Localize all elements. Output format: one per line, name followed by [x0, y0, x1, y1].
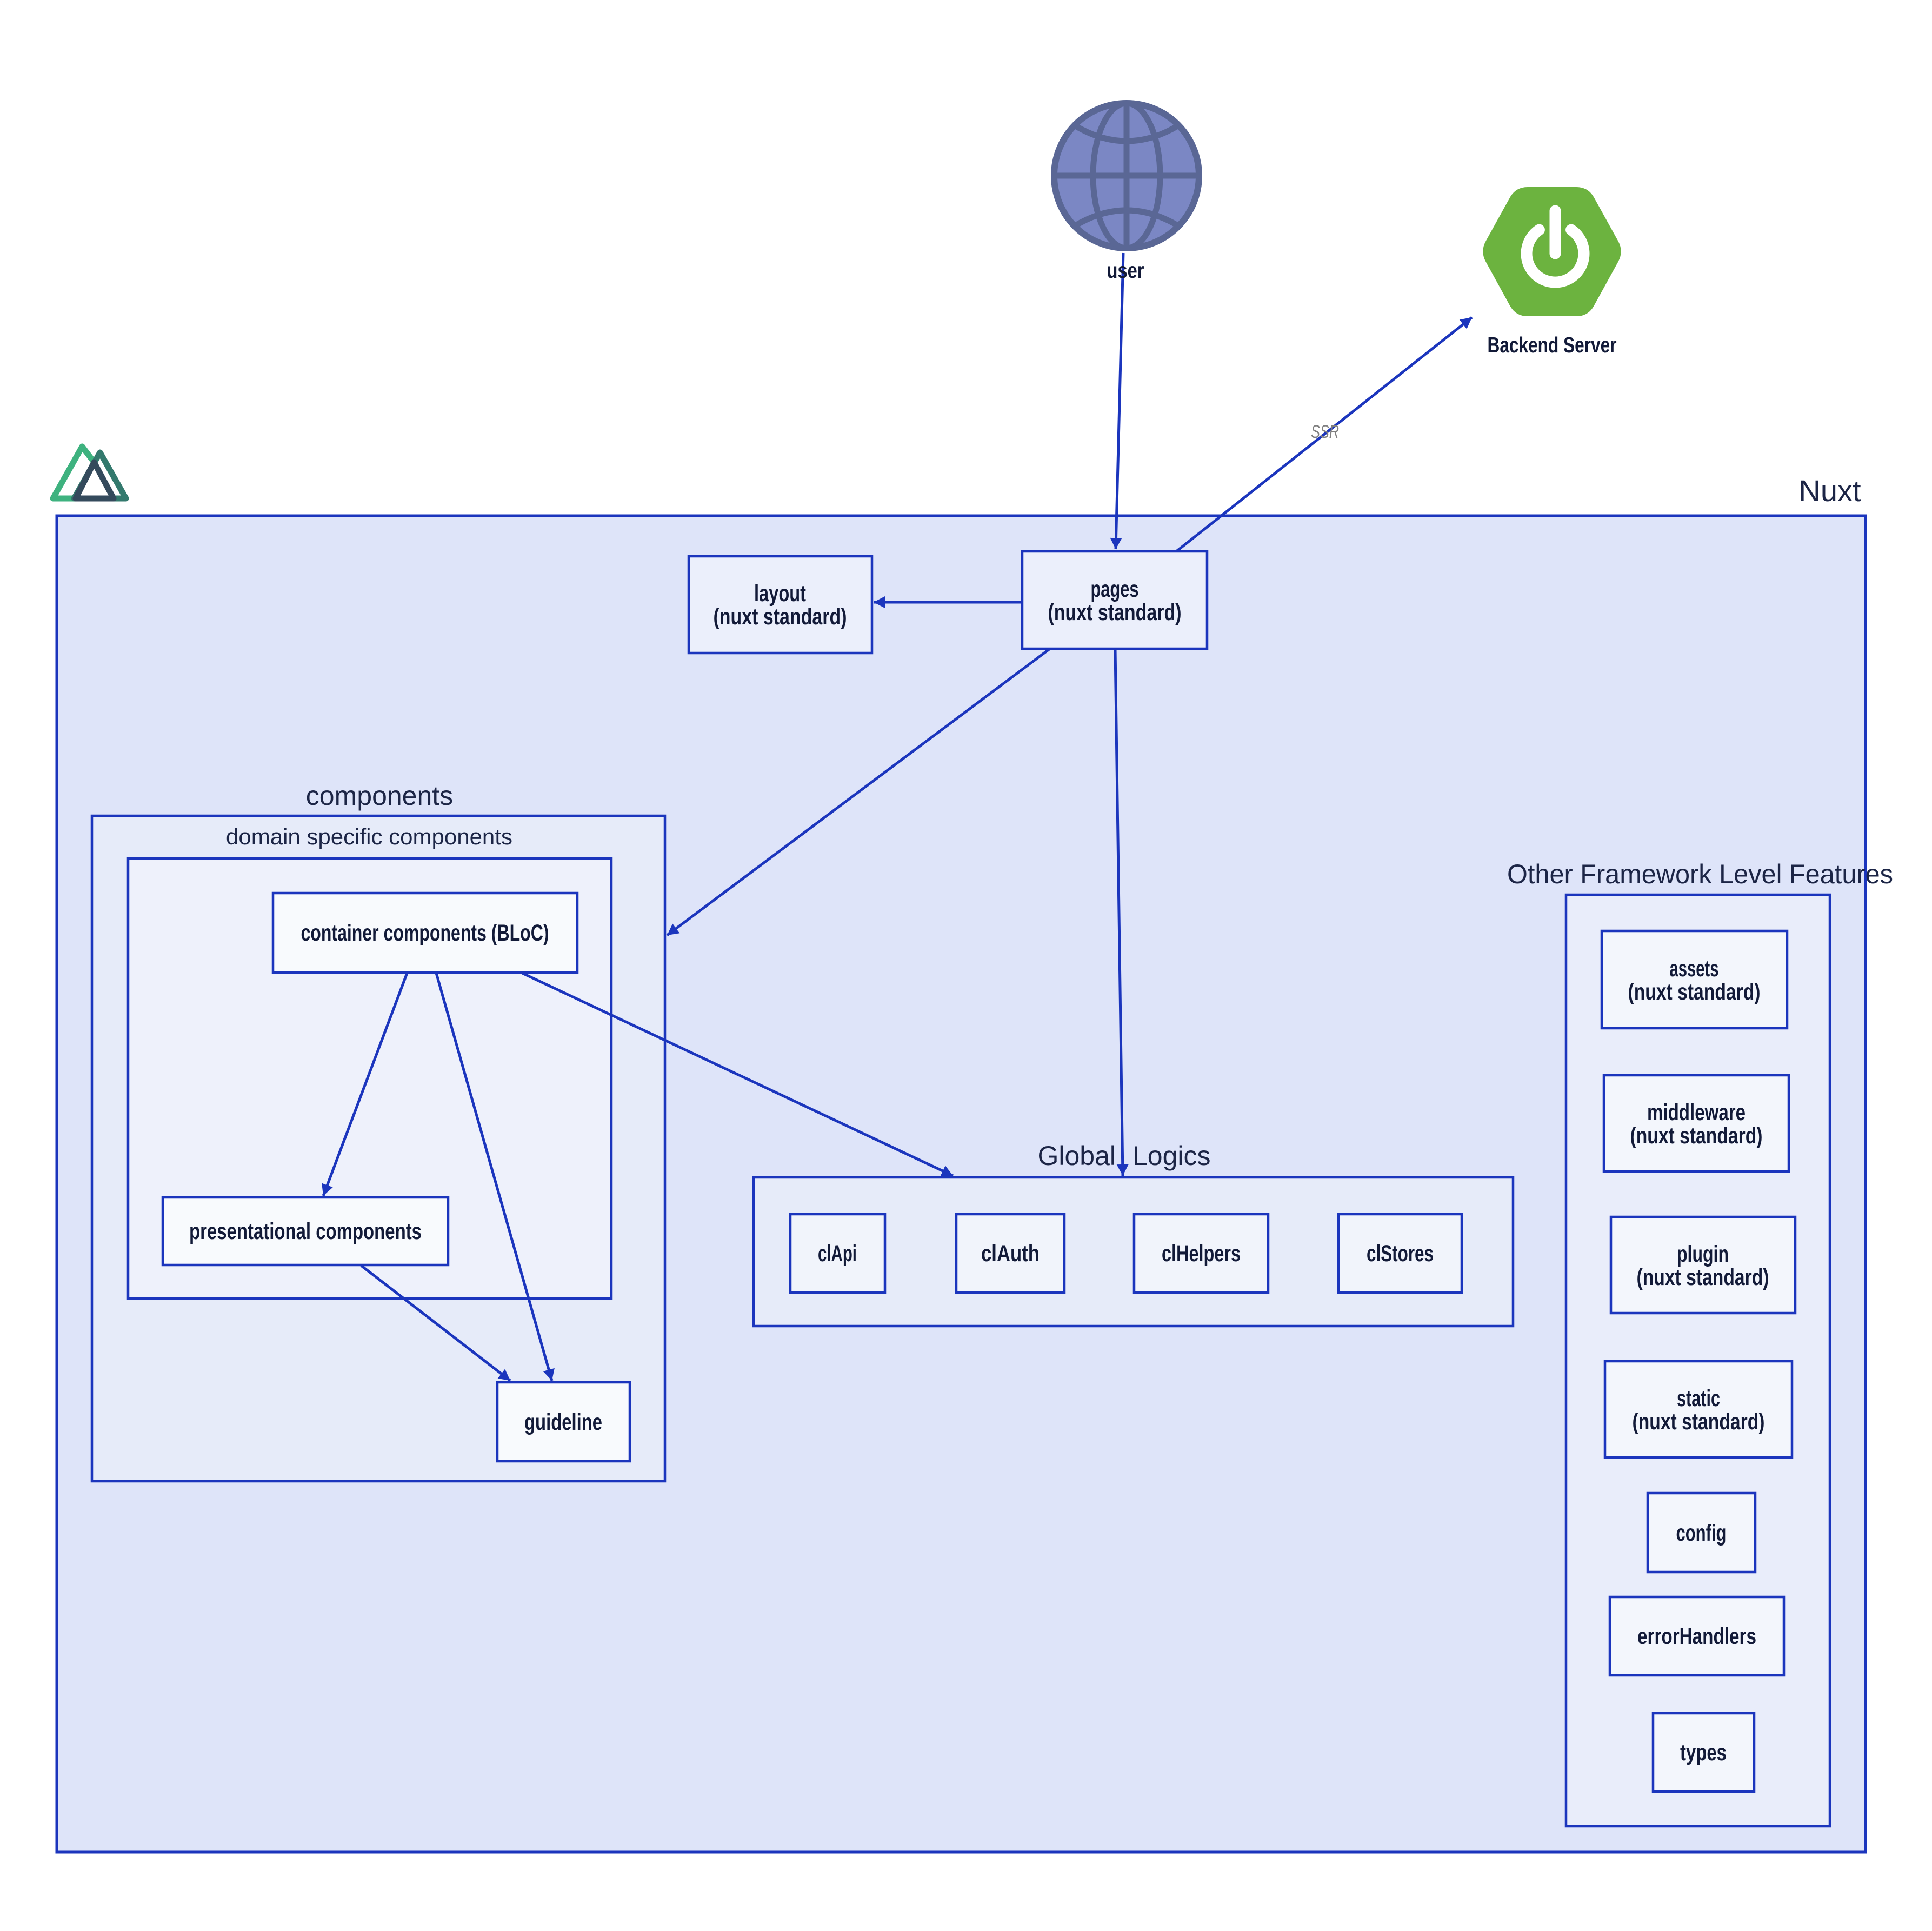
svg-text:Logics: Logics — [1132, 1141, 1211, 1171]
svg-text:(nuxt standard): (nuxt standard) — [1628, 979, 1761, 1005]
svg-text:user: user — [1107, 258, 1144, 283]
svg-text:guideline: guideline — [524, 1409, 602, 1435]
svg-text:(nuxt standard): (nuxt standard) — [1633, 1409, 1765, 1435]
svg-text:Backend Server: Backend Server — [1488, 332, 1617, 357]
svg-text:container components (BLoC): container components (BLoC) — [301, 920, 549, 946]
svg-text:plugin: plugin — [1677, 1241, 1729, 1267]
svg-text:domain specific components: domain specific components — [226, 824, 512, 849]
svg-text:middleware: middleware — [1647, 1100, 1746, 1126]
svg-text:Global: Global — [1037, 1141, 1116, 1171]
svg-text:(nuxt standard): (nuxt standard) — [714, 604, 847, 630]
svg-text:Other Framework Level Features: Other Framework Level Features — [1507, 859, 1893, 889]
svg-text:clHelpers: clHelpers — [1162, 1241, 1241, 1267]
svg-text:SSR: SSR — [1311, 422, 1339, 442]
svg-text:errorHandlers: errorHandlers — [1637, 1623, 1756, 1649]
svg-text:pages: pages — [1091, 576, 1139, 602]
svg-text:clAuth: clAuth — [981, 1241, 1040, 1267]
svg-text:types: types — [1680, 1740, 1727, 1766]
svg-text:(nuxt standard): (nuxt standard) — [1637, 1264, 1769, 1290]
svg-text:clStores: clStores — [1367, 1241, 1434, 1267]
svg-text:Nuxt: Nuxt — [1798, 474, 1861, 508]
svg-text:layout: layout — [754, 581, 806, 607]
svg-text:static: static — [1677, 1386, 1720, 1411]
svg-text:presentational components: presentational components — [189, 1218, 422, 1244]
svg-text:clApi: clApi — [818, 1241, 857, 1267]
svg-text:components: components — [306, 781, 453, 811]
svg-text:(nuxt standard): (nuxt standard) — [1048, 600, 1182, 625]
svg-text:config: config — [1676, 1520, 1727, 1546]
svg-text:assets: assets — [1670, 956, 1719, 982]
svg-text:(nuxt standard): (nuxt standard) — [1630, 1123, 1763, 1149]
